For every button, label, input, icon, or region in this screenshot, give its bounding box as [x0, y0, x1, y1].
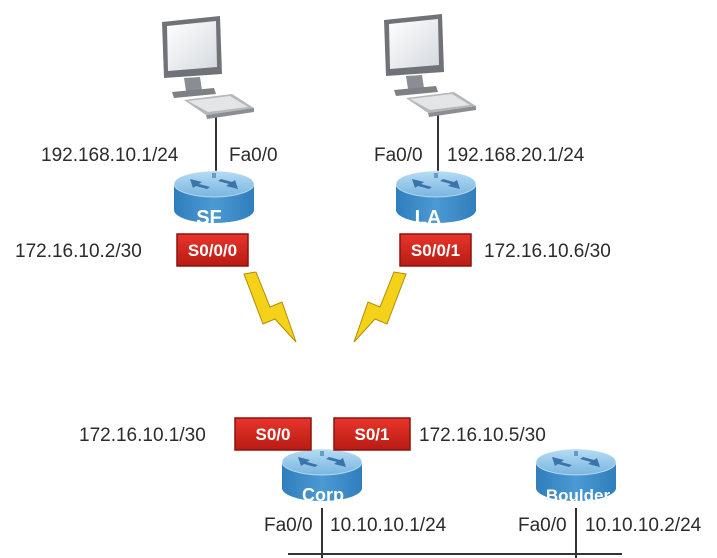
sf-fa-name: Fa0/0 — [229, 145, 278, 166]
serial-badge — [399, 233, 472, 267]
sf-desktop-computer-icon[interactable] — [162, 16, 254, 119]
router-sf-name: SF — [196, 207, 222, 229]
sf-serial-name: S0/0/0 — [188, 241, 237, 260]
la-fa-ip: 192.168.20.1/24 — [447, 145, 585, 166]
router-la[interactable]: LA — [395, 170, 477, 229]
badge-corp-s01: S0/1 — [333, 417, 411, 451]
corp-s01-ip: 172.16.10.5/30 — [419, 425, 546, 446]
router-corp-name: Corp — [302, 485, 344, 505]
router-la-name: LA — [415, 207, 442, 229]
corp-s00-name: S0/0 — [256, 425, 291, 444]
boulder-fa-ip: 10.10.10.2/24 — [585, 515, 702, 536]
corp-fa-ip: 10.10.10.1/24 — [330, 515, 447, 536]
router-sf[interactable]: SF — [173, 170, 255, 229]
lan-links — [215, 115, 622, 558]
badge-sf-serial: S0/0/0 — [176, 233, 249, 267]
badge-corp-s00: S0/0 — [234, 417, 312, 451]
boulder-fa-name: Fa0/0 — [518, 515, 567, 536]
la-fa-name: Fa0/0 — [374, 145, 423, 166]
sf-fa-ip: 192.168.10.1/24 — [41, 145, 179, 166]
la-serial-ip: 172.16.10.6/30 — [484, 241, 611, 262]
router-boulder-name: Boulder — [546, 486, 611, 505]
corp-fa-name: Fa0/0 — [264, 515, 313, 536]
la-serial-name: S0/0/1 — [411, 241, 460, 260]
corp-s01-name: S0/1 — [355, 425, 390, 444]
serial-badge — [234, 417, 312, 451]
router-corp[interactable]: Corp — [281, 448, 363, 505]
sf-serial-ip: 172.16.10.2/30 — [15, 241, 142, 262]
corp-s00-ip: 172.16.10.1/30 — [79, 425, 206, 446]
la-desktop-computer-icon[interactable] — [384, 14, 476, 117]
la-corp-serial-lightning-icon — [353, 271, 407, 343]
serial-badge — [176, 233, 249, 267]
router-boulder[interactable]: Boulder — [535, 448, 617, 505]
sf-corp-serial-lightning-icon — [243, 271, 297, 343]
badge-la-serial: S0/0/1 — [399, 233, 472, 267]
serial-badge — [333, 417, 411, 451]
